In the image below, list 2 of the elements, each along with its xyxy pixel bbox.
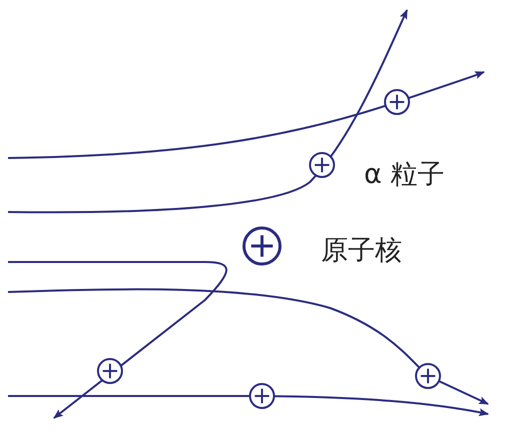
label-text: α 粒子 (364, 160, 444, 190)
label-text: 原子核 (321, 236, 402, 266)
